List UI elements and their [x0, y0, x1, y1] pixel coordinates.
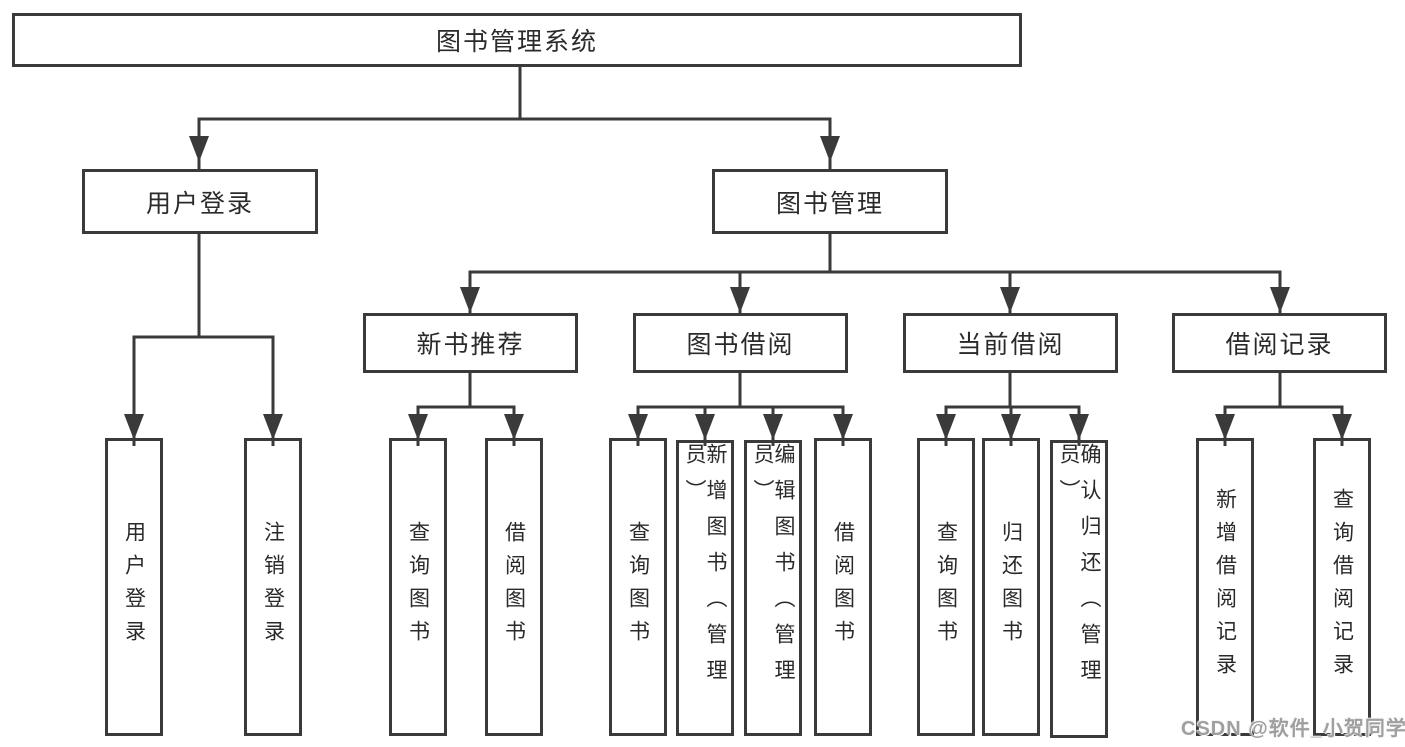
leaf-borrow-books: 借阅图书	[814, 438, 872, 736]
connector	[468, 234, 1282, 313]
arrowhead-icon	[460, 287, 1290, 313]
leaf-add-books-admin: 新增图书（管理员）	[676, 440, 734, 736]
node-book-management: 图书管理	[712, 169, 948, 234]
leaf-user-login: 用户登录	[105, 438, 163, 736]
leaf-add-borrow-record: 新增借阅记录	[1196, 438, 1254, 736]
leaf-return-books: 归还图书	[982, 438, 1040, 736]
connectors-user-login	[124, 234, 283, 446]
node-new-book-recommendation: 新书推荐	[363, 313, 578, 373]
connector	[636, 373, 845, 446]
node-library-management-system: 图书管理系统	[12, 13, 1022, 67]
connectors-records	[1215, 373, 1352, 446]
connector	[416, 373, 516, 446]
arrowhead-icon	[124, 414, 283, 440]
leaf-edit-books-admin: 编辑图书（管理员）	[744, 440, 802, 736]
connectors-borrow	[628, 373, 853, 446]
node-user-login: 用户登录	[82, 169, 318, 234]
connectors-book-management	[460, 234, 1290, 313]
arrowhead-icon	[628, 414, 853, 440]
connector	[944, 373, 1081, 446]
arrowhead-icon	[936, 414, 1089, 440]
node-current-borrowing: 当前借阅	[903, 313, 1118, 373]
leaf-query-books-borrow: 查询图书	[609, 438, 667, 736]
watermark-text: CSDN @软件_小贺同学	[1181, 718, 1405, 740]
arrowhead-icon	[408, 414, 524, 440]
leaf-query-books-recommend: 查询图书	[389, 438, 447, 736]
connector	[197, 65, 832, 169]
node-book-borrowing: 图书借阅	[633, 313, 848, 373]
connector	[132, 234, 275, 446]
connector	[1223, 373, 1344, 446]
connectors-current	[936, 373, 1089, 446]
leaf-logout: 注销登录	[244, 438, 302, 736]
leaf-confirm-return-admin: 确认归还（管理员）	[1050, 440, 1108, 738]
node-borrowing-records: 借阅记录	[1172, 313, 1387, 373]
connectors-recommend	[408, 373, 524, 446]
connectors-root	[189, 65, 840, 169]
arrowhead-icon	[189, 136, 840, 162]
leaf-query-borrow-record: 查询借阅记录	[1313, 438, 1371, 736]
leaf-borrow-books-recommend: 借阅图书	[485, 438, 543, 736]
leaf-query-books-current: 查询图书	[917, 438, 975, 736]
arrowhead-icon	[1215, 414, 1352, 440]
